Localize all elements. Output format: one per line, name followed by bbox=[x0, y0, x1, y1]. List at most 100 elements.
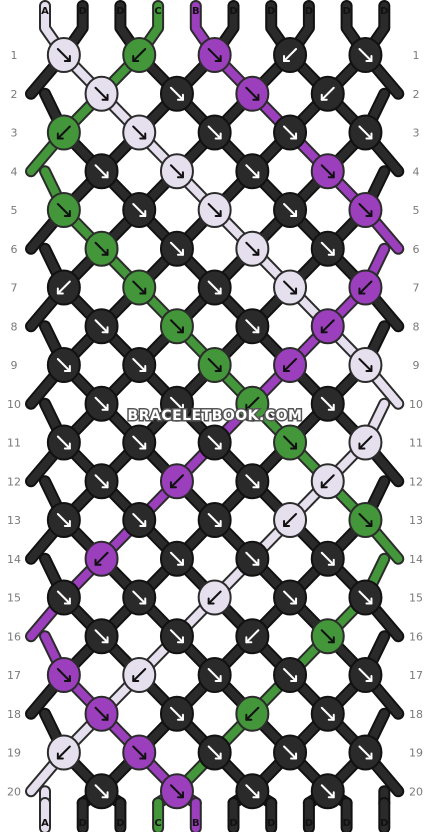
knot-arrow-head bbox=[176, 326, 184, 334]
knot bbox=[46, 424, 81, 461]
row-label-left: 5 bbox=[11, 204, 18, 217]
knot bbox=[348, 114, 383, 151]
knot-arrow-head bbox=[101, 791, 109, 799]
strand-label-bottom: A bbox=[41, 818, 49, 829]
knot bbox=[46, 502, 81, 538]
knot-arrow-icon bbox=[132, 668, 147, 682]
row-label-right: 1 bbox=[413, 49, 420, 62]
knot-arrow-icon bbox=[169, 319, 184, 334]
knot bbox=[122, 657, 157, 693]
knot-arrow-icon bbox=[358, 203, 373, 217]
knot-arrow-head bbox=[252, 558, 260, 566]
row-label-left: 17 bbox=[7, 669, 21, 682]
row-label-left: 12 bbox=[7, 475, 21, 488]
knot-arrow-icon bbox=[358, 435, 373, 450]
knot bbox=[84, 773, 119, 810]
knot-arrow-head bbox=[176, 558, 184, 566]
knot bbox=[122, 269, 157, 306]
knot bbox=[197, 579, 232, 616]
knot bbox=[122, 734, 157, 771]
knot bbox=[273, 347, 308, 383]
knot bbox=[235, 618, 270, 655]
knot-arrow-icon bbox=[283, 435, 298, 450]
knot bbox=[122, 579, 157, 616]
knot-arrow-head bbox=[327, 636, 335, 644]
row-label-left: 3 bbox=[11, 127, 18, 140]
knot-arrow-icon bbox=[94, 164, 109, 179]
knot bbox=[310, 75, 345, 112]
row-label-right: 14 bbox=[409, 553, 423, 566]
knot bbox=[310, 618, 345, 655]
knot bbox=[310, 230, 345, 267]
knot bbox=[46, 579, 81, 616]
knot-arrow-icon bbox=[245, 706, 260, 721]
knot bbox=[84, 308, 119, 345]
knot bbox=[348, 734, 383, 771]
knot-arrow-head bbox=[327, 791, 335, 799]
knot-arrow-head bbox=[132, 675, 140, 682]
knot bbox=[197, 192, 232, 228]
knot-arrow-icon bbox=[358, 358, 373, 372]
strand-label-top: B bbox=[192, 6, 200, 17]
knot-arrow-head bbox=[245, 636, 253, 644]
knot bbox=[348, 657, 383, 693]
knot-arrow-head bbox=[245, 713, 253, 721]
knot-arrow-head bbox=[283, 520, 291, 527]
knot-arrow-icon bbox=[132, 125, 147, 140]
knot-arrow-head bbox=[365, 365, 373, 372]
knot-arrow-icon bbox=[169, 706, 184, 721]
knot-arrow-head bbox=[327, 558, 335, 566]
knot-arrow-icon bbox=[169, 784, 184, 799]
knot-arrow-icon bbox=[245, 86, 260, 101]
knot bbox=[84, 695, 119, 732]
knot-arrow-head bbox=[214, 132, 222, 140]
knot-arrow-icon bbox=[169, 629, 184, 644]
knot-arrow-head bbox=[252, 791, 260, 799]
strand-label-bottom: D bbox=[229, 818, 237, 829]
knot-arrow-icon bbox=[358, 48, 373, 62]
knot-arrow-head bbox=[63, 442, 71, 450]
knot bbox=[46, 657, 81, 693]
knot-arrow-icon bbox=[56, 48, 71, 62]
knot bbox=[235, 75, 270, 112]
knot bbox=[235, 773, 270, 810]
knot bbox=[122, 192, 157, 228]
strand-label-bottom: D bbox=[267, 818, 275, 829]
knot-arrow-icon bbox=[207, 745, 222, 760]
knot-arrow-icon bbox=[283, 358, 298, 372]
knot bbox=[273, 657, 308, 693]
knot-arrow-icon bbox=[94, 474, 109, 489]
knot bbox=[348, 579, 383, 616]
knot-arrow-head bbox=[101, 403, 109, 411]
knot bbox=[197, 502, 232, 538]
knot-arrow-icon bbox=[56, 125, 71, 140]
knot-arrow-head bbox=[252, 171, 260, 179]
knot bbox=[197, 37, 232, 73]
knot bbox=[348, 269, 383, 306]
strand-label-top: D bbox=[342, 6, 350, 17]
knot-arrow-head bbox=[252, 93, 260, 101]
knot-arrow-head bbox=[214, 520, 222, 527]
knot-arrow-icon bbox=[320, 706, 335, 721]
knot bbox=[348, 192, 383, 228]
row-label-left: 18 bbox=[7, 708, 21, 721]
knot-arrow-icon bbox=[283, 280, 298, 295]
knot-arrow-icon bbox=[207, 125, 222, 140]
knot-arrow-head bbox=[365, 597, 373, 605]
knot-arrow-icon bbox=[132, 435, 147, 450]
knot-arrow-head bbox=[63, 365, 71, 372]
knot-arrow-icon bbox=[245, 474, 260, 489]
row-label-right: 10 bbox=[409, 398, 423, 411]
knot bbox=[159, 75, 194, 112]
knot-arrow-icon bbox=[320, 319, 335, 334]
knot bbox=[235, 153, 270, 190]
knot-arrow-icon bbox=[94, 241, 109, 256]
knot-arrow-icon bbox=[283, 590, 298, 605]
knot-arrow-head bbox=[63, 675, 71, 682]
knot-arrow-head bbox=[139, 210, 147, 217]
knot-arrow-icon bbox=[283, 668, 298, 682]
knot-arrow-head bbox=[139, 597, 147, 605]
knot bbox=[348, 424, 383, 461]
knot-arrow-icon bbox=[245, 241, 260, 256]
